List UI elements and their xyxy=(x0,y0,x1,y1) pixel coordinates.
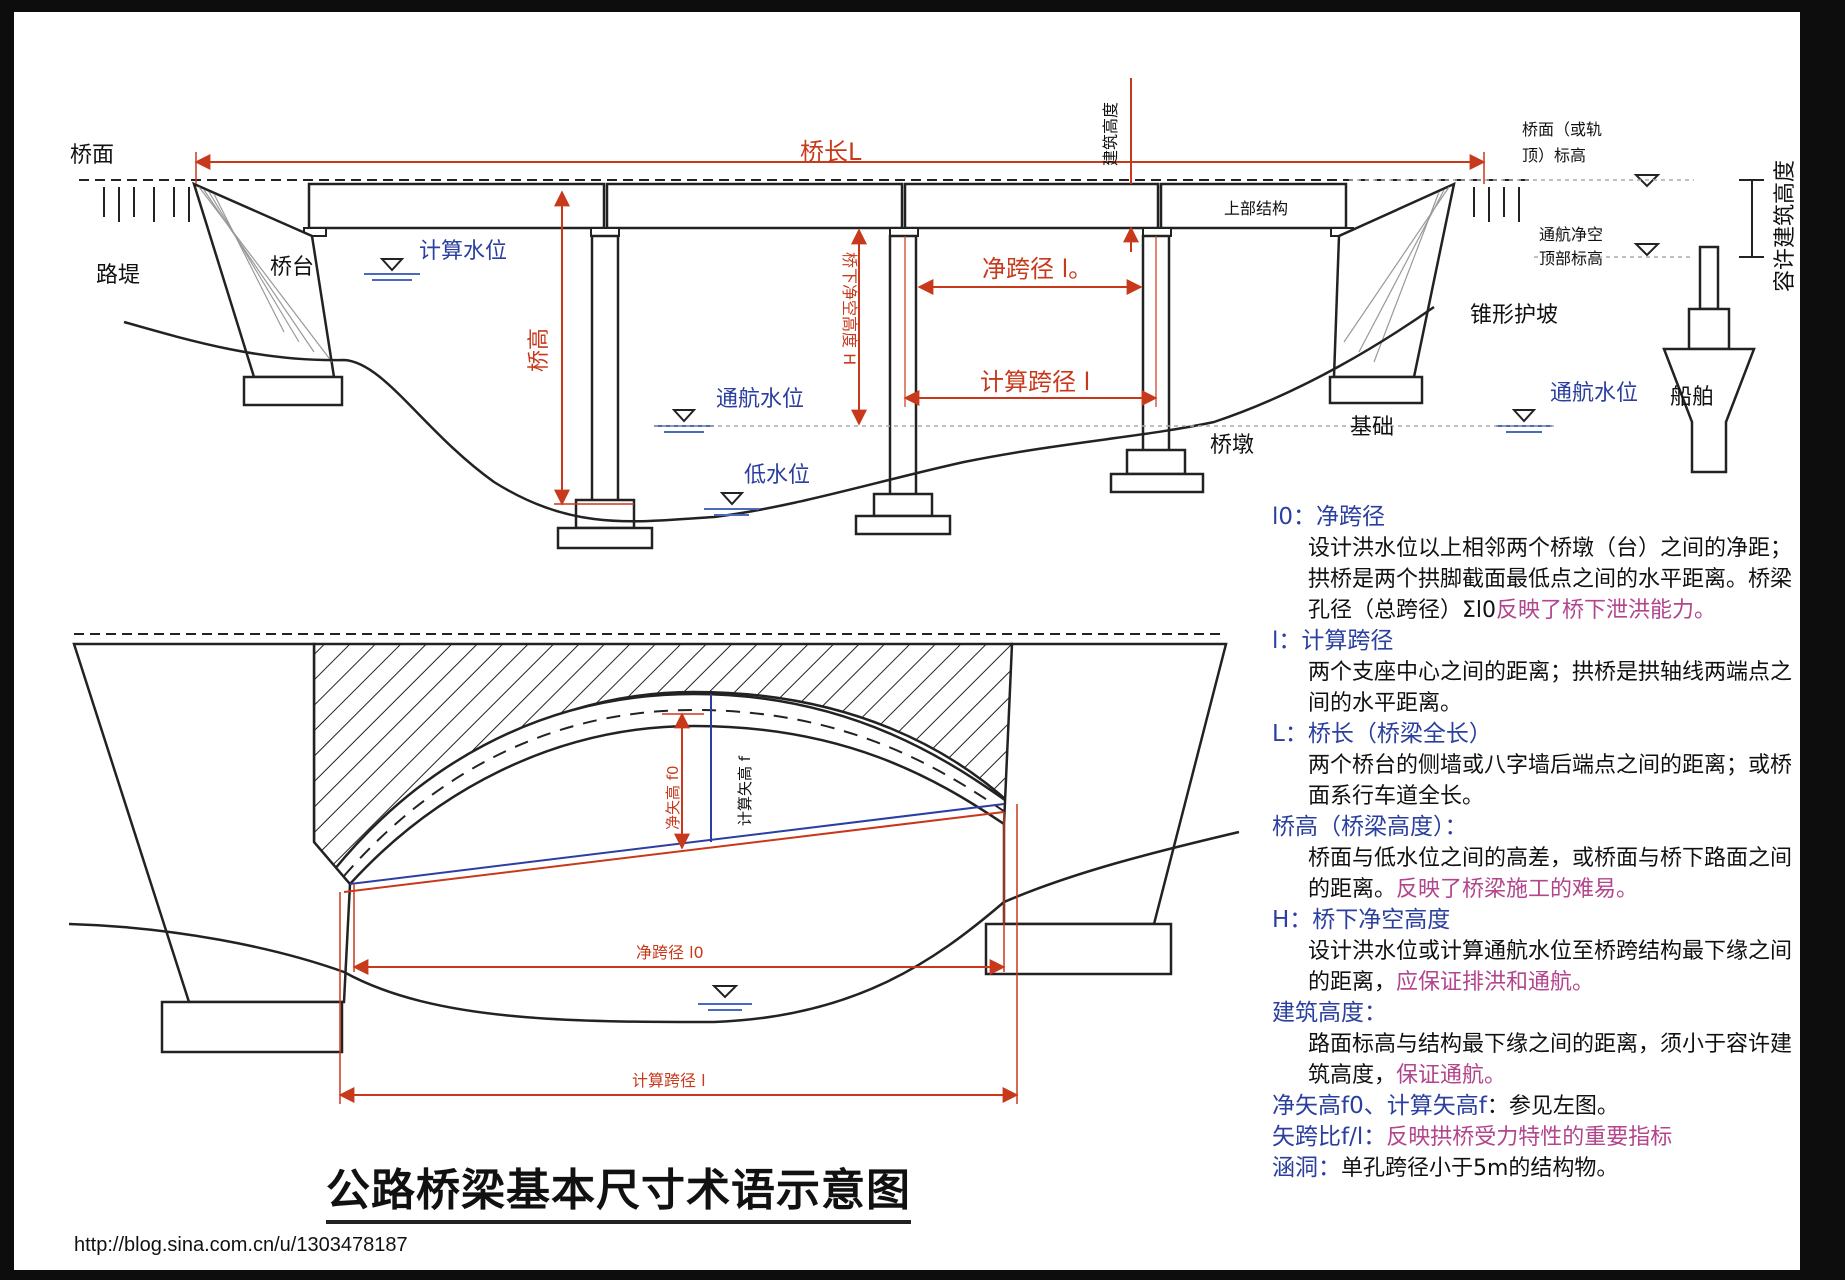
label-clearance-height: 桥下净空高度 H xyxy=(840,252,859,365)
legend-term: l0：净跨径 xyxy=(1272,504,1386,530)
label-pier: 桥墩 xyxy=(1210,433,1254,458)
legend-term: 净矢高f0、计算矢高f xyxy=(1272,1093,1487,1119)
arch-left-footing xyxy=(160,1000,344,1054)
label-bridge-deck: 桥面 xyxy=(70,143,114,168)
label-arch-calc-span: 计算跨径 l xyxy=(632,1071,706,1090)
label-allowable-height: 容许建筑高度 xyxy=(1773,160,1798,292)
label-arch-clear-span: 净跨径 l0 xyxy=(636,943,704,962)
diagram-sheet: 桥面 桥长L 建筑高度 桥面（或轨顶）标高 容许建筑高度 通航净空顶部标高 上部… xyxy=(14,12,1800,1270)
legend-term: l：计算跨径 xyxy=(1272,628,1394,654)
legend-desc-block: 设计洪水位或计算通航水位至桥跨结构最下缘之间的距离，应保证排洪和通航。 xyxy=(1272,936,1812,998)
label-nav-clearance-top: 通航净空顶部标高 xyxy=(1539,225,1603,268)
springing-chord-red xyxy=(343,811,1005,893)
legend-term: 矢跨比f/l： xyxy=(1272,1124,1387,1150)
bridge-diagram: 桥面 桥长L 建筑高度 桥面（或轨顶）标高 容许建筑高度 通航净空顶部标高 上部… xyxy=(68,78,1798,1104)
legend-entry: 桥高（桥梁高度）： 桥面与低水位之间的高差，或桥面与桥下路面之间的距离。反映了桥梁… xyxy=(1272,812,1812,905)
label-abutment: 桥台 xyxy=(270,255,314,280)
legend-desc: 路面标高与结构最下缘之间的距离，须小于容许建筑高度， xyxy=(1308,1032,1793,1088)
legend-desc: 设计洪水位或计算通航水位至桥跨结构最下缘之间的距离， xyxy=(1308,939,1793,995)
left-slope-rays xyxy=(198,186,333,363)
label-foundation: 基础 xyxy=(1350,415,1394,440)
right-abutment xyxy=(1332,181,1456,379)
label-low-water-level: 低水位 xyxy=(744,463,810,488)
deck-elevation-line2: 顶）标高 xyxy=(1522,146,1586,165)
arch-water-symbol xyxy=(711,985,739,999)
right-ground-hatch xyxy=(1473,187,1520,222)
label-deck-elevation: 桥面（或轨顶）标高 xyxy=(1522,120,1602,165)
label-bridge-length: 桥长L xyxy=(800,138,862,166)
left-ground-hatch xyxy=(103,187,190,222)
label-clear-span: 净跨径 l。 xyxy=(982,255,1092,283)
legend-entry: 净矢高f0、计算矢高f：参见左图。 xyxy=(1272,1091,1812,1122)
legend-entry: l0：净跨径设计洪水位以上相邻两个桥墩（台）之间的净距；拱桥是两个拱脚截面最低点… xyxy=(1272,502,1812,626)
nav-clearance-line2: 顶部标高 xyxy=(1539,249,1603,268)
arch-elevation: 净矢高 f0 计算矢高 f 净跨径 l0 计算跨径 l xyxy=(68,633,1240,1104)
legend-desc: ：参见左图。 xyxy=(1486,1094,1619,1119)
label-bridge-height: 桥高 xyxy=(527,328,552,372)
legend-term: 涵洞： xyxy=(1272,1155,1341,1181)
legend-entry: 矢跨比f/l：反映拱桥受力特性的重要指标 xyxy=(1272,1122,1812,1153)
legend-note: 应保证排洪和通航。 xyxy=(1396,970,1595,995)
left-abutment-footing xyxy=(242,375,344,407)
legend-desc: 单孔跨径小于5m的结构物。 xyxy=(1341,1156,1619,1181)
legend-note: 反映了桥下泄洪能力。 xyxy=(1496,598,1717,623)
legend-term: 桥高（桥梁高度）： xyxy=(1272,814,1468,840)
label-calc-span: 计算跨径 l xyxy=(980,368,1090,396)
legend-desc-block: 桥面与低水位之间的高差，或桥面与桥下路面之间的距离。反映了桥梁施工的难易。 xyxy=(1272,843,1812,905)
legend-desc-block: 两个桥台的侧墙或八字墙后端点之间的距离；或桥面系行车道全长。 xyxy=(1272,750,1812,812)
label-building-height: 建筑高度 xyxy=(1101,102,1120,166)
diagram-title: 公路桥梁基本尺寸术语示意图 xyxy=(326,1154,911,1224)
superstructure xyxy=(307,182,1348,230)
nav-clearance-line1: 通航净空 xyxy=(1539,225,1603,244)
legend-note: 反映了桥梁施工的难易。 xyxy=(1396,877,1639,902)
piers xyxy=(556,234,1205,550)
deck-elevation-line1: 桥面（或轨 xyxy=(1522,120,1602,139)
label-embankment: 路堤 xyxy=(96,263,140,288)
legend-desc-block: 设计洪水位以上相邻两个桥墩（台）之间的净距；拱桥是两个拱脚截面最低点之间的水平距… xyxy=(1272,533,1812,626)
legend-note: 保证通航。 xyxy=(1396,1063,1507,1088)
legend-desc-block: 路面标高与结构最下缘之间的距离，须小于容许建筑高度，保证通航。 xyxy=(1272,1029,1812,1091)
label-navigable-water-level: 通航水位 xyxy=(716,387,804,412)
arch-right-footing xyxy=(984,922,1173,976)
label-design-water-level: 计算水位 xyxy=(419,239,507,264)
legend-desc: 桥面与低水位之间的高差，或桥面与桥下路面之间的距离。 xyxy=(1308,846,1793,902)
ship xyxy=(1662,245,1756,474)
legend-desc: 两个支座中心之间的距离；拱桥是拱轴线两端点之间的水平距离。 xyxy=(1308,660,1793,716)
legend-entry: H：桥下净空高度设计洪水位或计算通航水位至桥跨结构最下缘之间的距离，应保证排洪和… xyxy=(1272,905,1812,998)
legend-entry: L：桥长（桥梁全长） 两个桥台的侧墙或八字墙后端点之间的距离；或桥面系行车道全长。 xyxy=(1272,719,1812,812)
arch-left-abutment xyxy=(72,642,352,1004)
arch-right-abutment xyxy=(1002,642,1228,926)
legend-term: L：桥长（桥梁全长） xyxy=(1272,721,1492,747)
legend-term: 建筑高度： xyxy=(1272,1000,1387,1026)
right-abutment-footing xyxy=(1328,375,1424,405)
top-elevation: 桥面 桥长L 建筑高度 桥面（或轨顶）标高 容许建筑高度 通航净空顶部标高 上部… xyxy=(70,78,1798,550)
legend-entry: l：计算跨径两个支座中心之间的距离；拱桥是拱轴线两端点之间的水平距离。 xyxy=(1272,626,1812,719)
legend-desc-block: 两个支座中心之间的距离；拱桥是拱轴线两端点之间的水平距离。 xyxy=(1272,657,1812,719)
label-navigable-water-level-right: 通航水位 xyxy=(1550,381,1638,406)
legend-term: H：桥下净空高度 xyxy=(1272,907,1451,933)
legend-desc: 设计洪水位以上相邻两个桥墩（台）之间的净距；拱桥是两个拱脚截面最低点之间的水平距… xyxy=(1308,536,1793,623)
legend-entry: 建筑高度： 路面标高与结构最下缘之间的距离，须小于容许建筑高度，保证通航。 xyxy=(1272,998,1812,1091)
legend-entry: 涵洞：单孔跨径小于5m的结构物。 xyxy=(1272,1153,1812,1184)
right-slope-rays xyxy=(1343,186,1450,363)
source-url: http://blog.sina.com.cn/u/1303478187 xyxy=(74,1234,408,1256)
legend-note: 反映拱桥受力特性的重要指标 xyxy=(1386,1125,1673,1150)
label-superstructure: 上部结构 xyxy=(1224,199,1288,218)
label-calc-rise: 计算矢高 f xyxy=(736,755,754,826)
label-cone-slope: 锥形护坡 xyxy=(1470,303,1558,328)
arch-ground xyxy=(68,830,1240,1024)
legend-desc: 两个桥台的侧墙或八字墙后端点之间的距离；或桥面系行车道全长。 xyxy=(1308,753,1793,809)
label-clear-rise: 净矢高 f0 xyxy=(664,765,682,830)
label-ship: 船舶 xyxy=(1670,385,1714,410)
ground-profile xyxy=(123,305,1435,523)
terms-legend: l0：净跨径设计洪水位以上相邻两个桥墩（台）之间的净距；拱桥是两个拱脚截面最低点… xyxy=(1272,502,1812,1184)
